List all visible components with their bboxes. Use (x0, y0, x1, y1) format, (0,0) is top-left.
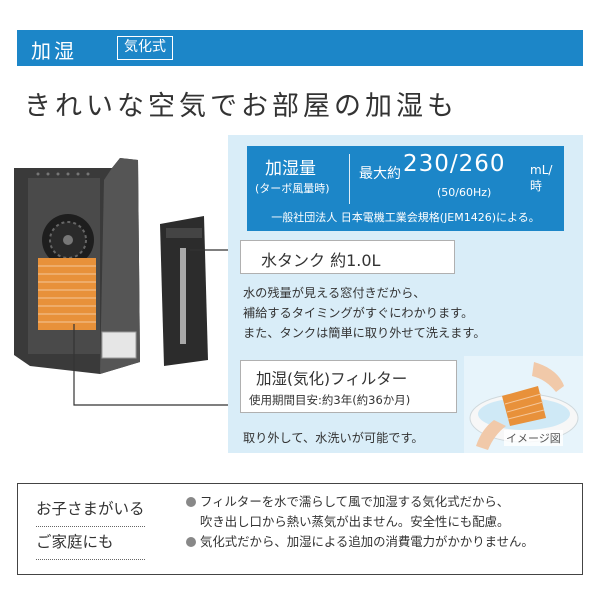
spec-label: 加湿量 (265, 159, 316, 179)
spec-value: 230/260 (403, 151, 506, 177)
section-title: 加湿 (31, 39, 77, 63)
product-illustration (0, 150, 240, 450)
info-heading-line2: ご家庭にも (36, 527, 145, 560)
filter-description: 取り外して、水洗いが可能です。 (243, 431, 424, 445)
tank-title: 水タンク 約1.0L (261, 251, 381, 270)
washing-filter-image (464, 356, 583, 453)
bullet-dot-icon (186, 537, 196, 547)
headline: きれいな空気でお部屋の加湿も (24, 91, 458, 122)
image-caption: イメージ図 (504, 430, 563, 446)
filter-title: 加湿(気化)フィルター (256, 370, 408, 388)
washing-basin-icon (464, 356, 583, 453)
bullet-item: フィルターを水で濡らして風で加湿する気化式だから、 (186, 492, 534, 512)
bullet-item: 気化式だから、加湿による追加の消費電力がかかりません。 (186, 532, 534, 552)
spec-unit: mL/時 (530, 163, 553, 193)
humidification-spec: 加湿量 (ターボ風量時) 最大約 230/260 mL/時 (50/60Hz) … (247, 146, 564, 231)
bullet-dot-icon (186, 497, 196, 507)
filter-label: 加湿(気化)フィルター 使用期間目安:約3年(約36か月) (240, 360, 457, 413)
info-heading: お子さまがいる ご家庭にも (36, 494, 145, 560)
section-header-bar: 加湿 気化式 (17, 30, 583, 66)
info-bullets: フィルターを水で濡らして風で加湿する気化式だから、 吹き出し口から熱い蒸気が出ま… (186, 492, 534, 552)
info-heading-line1: お子さまがいる (36, 494, 145, 527)
spec-sub: (ターボ風量時) (255, 182, 330, 195)
bullet2: 気化式だから、加湿による追加の消費電力がかかりません。 (200, 534, 534, 549)
tank-description: 水の残量が見える窓付きだから、 補給するタイミングがすぐにわかります。 また、タ… (243, 286, 486, 340)
family-info-box: お子さまがいる ご家庭にも フィルターを水で濡らして風で加湿する気化式だから、 … (17, 483, 583, 575)
humidifier-cutaway-icon (14, 158, 240, 406)
bullet1-line1: フィルターを水で濡らして風で加湿する気化式だから、 (200, 494, 510, 509)
method-tag: 気化式 (117, 36, 173, 60)
spec-prefix: 最大約 (359, 166, 401, 182)
spec-divider (349, 154, 350, 204)
spec-hz: (50/60Hz) (437, 186, 492, 199)
bullet1-line2: 吹き出し口から熱い蒸気が出ません。安全性にも配慮。 (200, 514, 510, 529)
tank-label: 水タンク 約1.0L (240, 240, 455, 274)
spec-note: 一般社団法人 日本電機工業会規格(JEM1426)による。 (271, 211, 540, 224)
filter-lifetime: 使用期間目安:約3年(約36か月) (249, 393, 411, 407)
